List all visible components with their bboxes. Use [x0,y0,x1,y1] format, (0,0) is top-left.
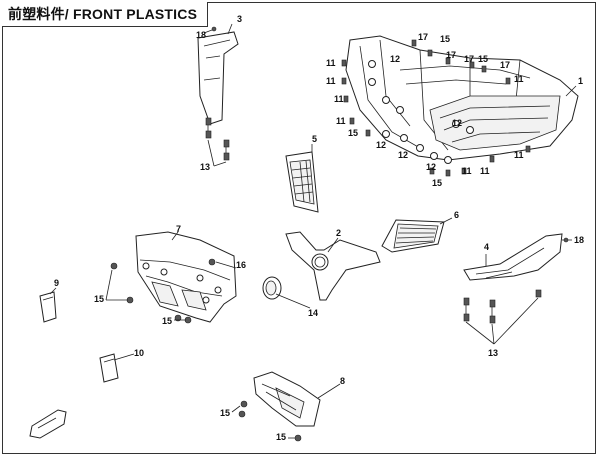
callout-17-d: 17 [500,60,510,70]
callout-15-g: 15 [478,54,488,64]
diagram-frame [2,2,596,454]
callout-18-left: 18 [196,30,206,40]
callout-4: 4 [484,242,489,252]
callout-17-c: 17 [464,54,474,64]
callout-15-d: 15 [276,432,286,442]
callout-12-d: 12 [426,162,436,172]
callout-2: 2 [336,228,341,238]
part-4-side-trim [463,233,563,281]
callout-12-e: 12 [390,54,400,64]
callout-15-b: 15 [162,316,172,326]
callout-11-d: 11 [336,116,346,126]
callout-16: 16 [236,260,246,270]
callout-13-left: 13 [200,162,210,172]
callout-11-c: 11 [334,94,344,104]
part-2-center-trim [285,231,381,301]
callout-12-b: 12 [398,150,408,160]
callout-17-b: 17 [446,50,456,60]
callout-7: 7 [176,224,181,234]
callout-12-a: 12 [376,140,386,150]
part-1-front-fascia [345,35,579,164]
part-9-reflector [39,291,57,323]
callout-11-a: 11 [326,58,336,68]
callout-3: 3 [237,14,242,24]
callout-8: 8 [340,376,345,386]
callout-15-h: 15 [432,178,442,188]
callout-6: 6 [454,210,459,220]
callout-labels: 3 18 13 1 5 6 2 14 7 16 15 15 9 10 8 15 … [54,14,584,442]
callout-10: 10 [134,348,144,358]
callout-9: 9 [54,278,59,288]
callout-18-right: 18 [574,235,584,245]
callout-13-right: 13 [488,348,498,358]
callout-15-e: 15 [348,128,358,138]
part-8-bracket [238,371,321,442]
callout-1: 1 [578,76,583,86]
fasteners-part-4 [463,289,542,324]
callout-15-a: 15 [94,294,104,304]
callout-15-c: 15 [220,408,230,418]
title-box: 前塑料件/ FRONT PLASTICS [2,2,209,27]
part-bottom-left-tag [29,409,67,439]
callout-15-f: 15 [440,34,450,44]
callout-11-f: 11 [462,166,472,176]
fasteners-part-7 [110,258,216,324]
part-6-grille [381,219,445,253]
part-7-lower-panel [135,231,237,323]
callout-17-a: 17 [418,32,428,42]
callout-14: 14 [308,308,318,318]
callout-11-e: 11 [514,74,524,84]
diagram-title: 前塑料件/ FRONT PLASTICS [8,6,198,22]
part-3-fender-strip [197,31,239,161]
callout-11-g: 11 [480,166,490,176]
part-10-reflector [99,353,119,383]
part-5-grille [285,151,319,213]
callout-11-b: 11 [326,76,336,86]
callout-12-c: 12 [452,118,462,128]
fasteners-part-1 [341,39,531,177]
callout-11-h: 11 [514,150,524,160]
callout-5: 5 [312,134,317,144]
part-14-badge [262,276,282,300]
